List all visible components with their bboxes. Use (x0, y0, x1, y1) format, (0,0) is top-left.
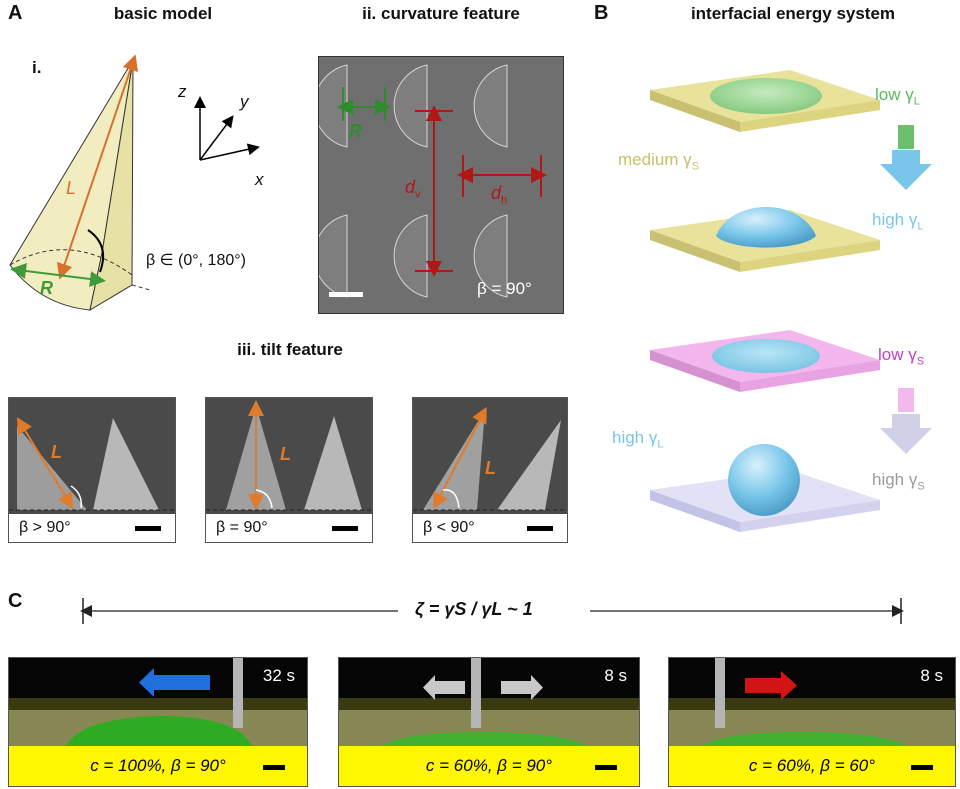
sem-curvature-image: R dv dh β = 90° (318, 56, 564, 314)
subpanel-i-label: i. (32, 58, 42, 77)
interfacial-energy-diagram (650, 70, 880, 532)
subpanel-ii-title: ii. curvature feature (362, 4, 520, 23)
high-gamma-s-label: high γS (872, 470, 925, 493)
photo-3-time: 8 s (920, 666, 943, 685)
low-gamma-l-label: low γL (875, 85, 920, 108)
pink-arrow-stem (898, 388, 914, 412)
sem-dh-label: dh (491, 183, 508, 207)
sem-dv-label: dv (405, 177, 421, 201)
medium-gamma-s-label: medium γS (618, 150, 700, 173)
equation-label: ζ = γS / γL ~ 1 (415, 599, 533, 619)
tilt-image-3: L β < 90° (412, 397, 568, 543)
sem-beta-label: β = 90° (477, 279, 532, 298)
tilt-image-1: L β > 90° (8, 397, 176, 543)
photo-3-scalebar (911, 765, 933, 770)
panel-a-title: basic model (113, 4, 213, 23)
axis-x-label: x (255, 170, 264, 189)
photo-2-time: 8 s (604, 666, 627, 685)
tilt-1-scalebar (135, 526, 161, 531)
equation-span-arrow (80, 598, 904, 624)
tilt-1-length-label: L (51, 442, 62, 462)
axis-y-label: y (240, 92, 249, 111)
photo-3-caption: c = 60%, β = 60° (669, 746, 955, 786)
tilt-2-scalebar (332, 526, 358, 531)
photo-1-caption: c = 100%, β = 90° (9, 746, 307, 786)
cone-model-diagram (9, 54, 151, 312)
cone-radius-label: R (40, 278, 53, 298)
tilt-3-length-label: L (485, 458, 496, 478)
high-gamma-l-label: high γL (872, 210, 924, 233)
low-gamma-s-label: low γS (878, 345, 925, 368)
tilt-3-scalebar (527, 526, 553, 531)
sem-radius-label: R (349, 121, 362, 141)
panel-letter-a: A (8, 2, 23, 24)
down-arrow-blue-icon (880, 150, 932, 190)
tilt-2-length-label: L (280, 444, 291, 464)
photo-2-scalebar (595, 765, 617, 770)
photo-1-scalebar (263, 765, 285, 770)
green-arrow-stem (898, 125, 914, 149)
high-gamma-l-left-label: high γL (612, 428, 664, 451)
droplet-photo-3: 8 s c = 60%, β = 60° (668, 657, 956, 787)
coordinate-axes-icon (194, 96, 260, 161)
subpanel-iii-title: iii. tilt feature (237, 340, 343, 359)
tilt-image-2: L β = 90° (205, 397, 373, 543)
axis-z-label: z (178, 82, 187, 101)
panel-letter-b: B (594, 2, 609, 24)
cone-length-label: L (66, 178, 77, 198)
photo-1-time: 32 s (262, 666, 295, 685)
down-arrow-lavender-icon (880, 414, 932, 454)
panel-letter-c: C (8, 590, 23, 612)
droplet-photo-2: 8 s c = 60%, β = 90° (338, 657, 640, 787)
droplet-photo-1: 32 s c = 100%, β = 90° (8, 657, 308, 787)
beta-range-label: β ∈ (0°, 180°) (146, 252, 246, 269)
panel-b-title: interfacial energy system (690, 4, 896, 23)
photo-2-caption: c = 60%, β = 90° (339, 746, 639, 786)
